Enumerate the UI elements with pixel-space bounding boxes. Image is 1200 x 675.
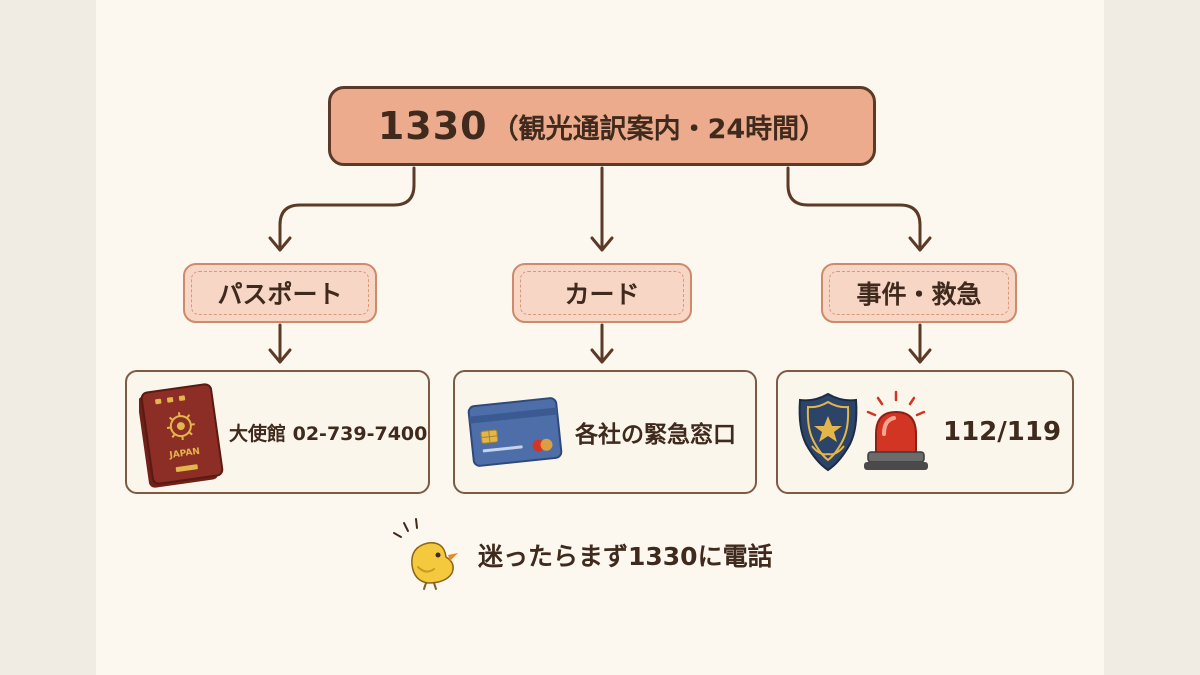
category-label-passport: パスポート [217,280,343,309]
category-label-card: カード [564,280,640,309]
contact-text-passport: 大使館 02-739-7400 [229,422,428,445]
root-number: 1330 [377,104,488,148]
tip-row: 迷ったらまず1330に電話 [390,515,773,595]
category-label-emergency: 事件・救急 [856,280,982,309]
contact-text-emergency: 112/119 [943,417,1062,447]
chick-icon [393,518,458,590]
contact-card-card: 各社の緊急窓口 [453,370,757,494]
passport-cover-text: JAPAN [168,447,201,461]
category-emergency: 事件・救急 [821,263,1017,323]
police-badge-and-siren-icon [798,390,928,472]
contact-text-card: 各社の緊急窓口 [575,422,736,448]
category-passport: パスポート [183,263,377,323]
credit-card-icon [467,397,563,467]
contact-card-passport: JAPAN 大使館 02-739-7400 [125,370,430,494]
category-card: カード [512,263,692,323]
root-detail: （観光通訳案内・24時間） [491,113,827,145]
passport-icon: JAPAN [139,383,224,488]
tip-text: 迷ったらまず1330に電話 [478,542,773,571]
root-node-1330: 1330 （観光通訳案内・24時間） [328,86,876,166]
contact-card-emergency: 112/119 [776,370,1074,494]
